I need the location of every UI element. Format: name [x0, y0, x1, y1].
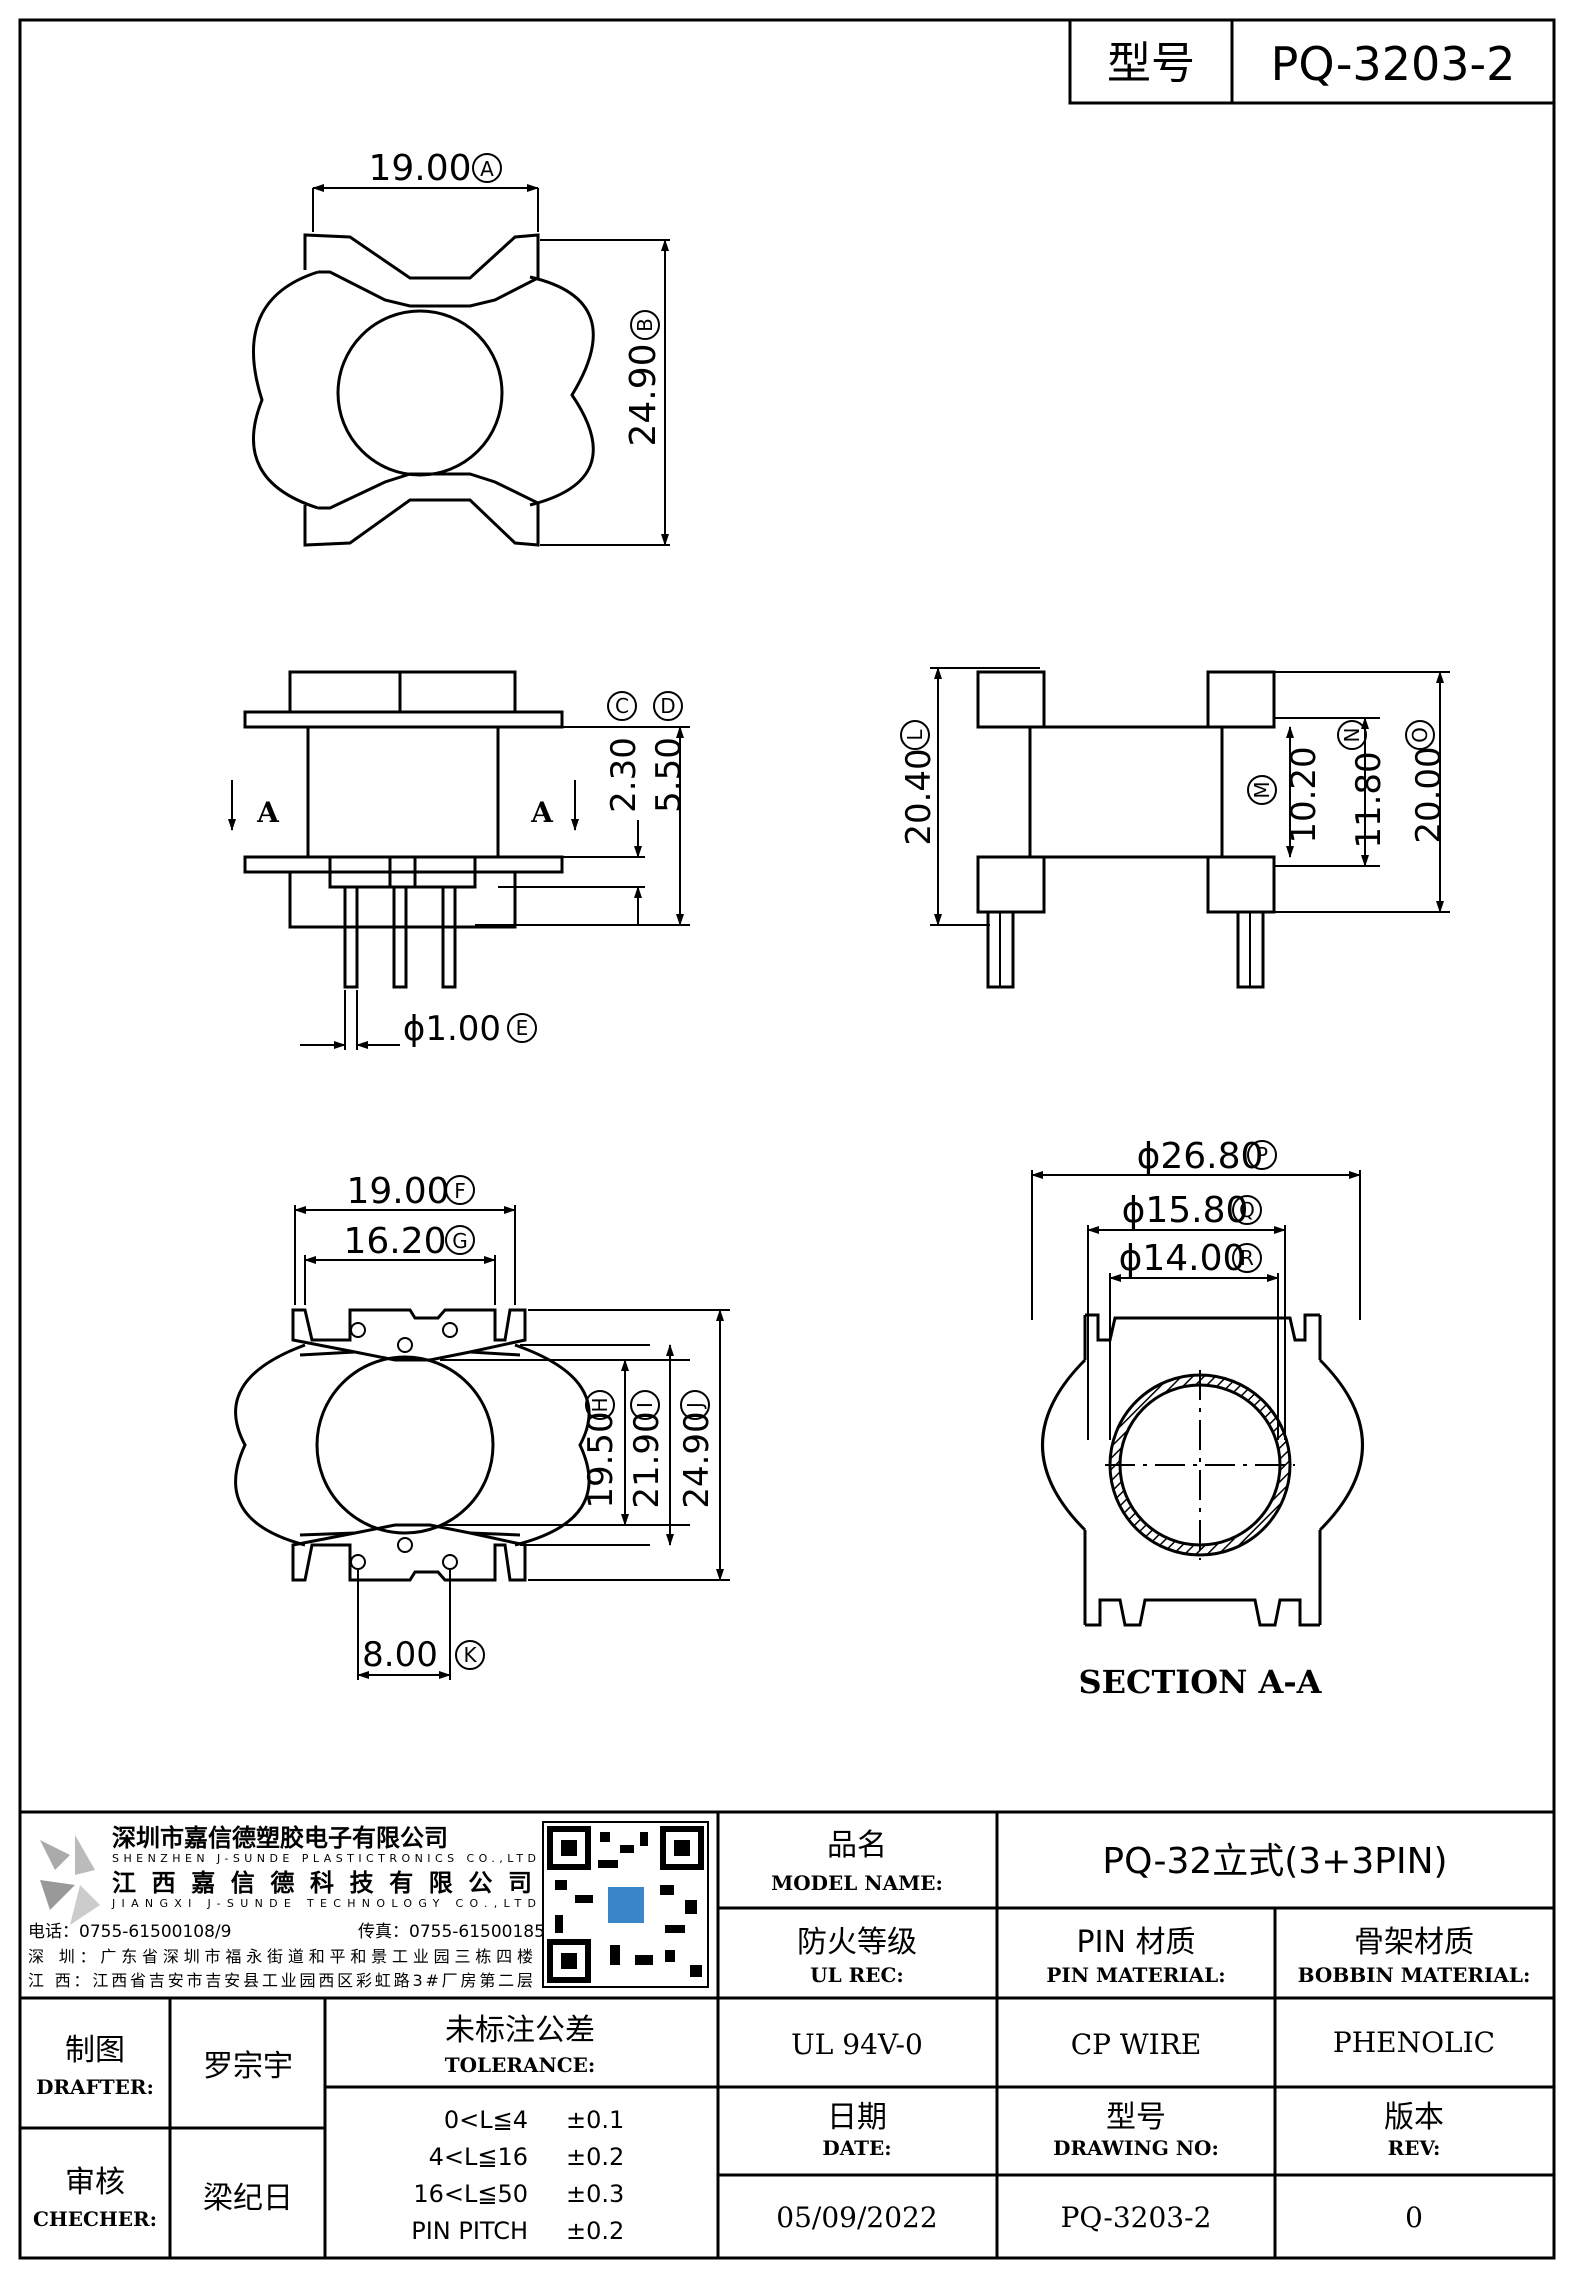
dim-C-value: 2.30 [604, 737, 644, 813]
drafter-en: DRAFTER: [36, 2075, 154, 2099]
dim-C-letter: C [615, 694, 629, 718]
model-name-value: PQ-32立式(3+3PIN) [1102, 1841, 1447, 1882]
company-name-en-1: SHENZHEN J-SUNDE PLASTICTRONICS CO.,LTD [112, 1852, 536, 1865]
tolerance-list: 0<L≦4 ±0.1 4<L≦16 ±0.2 16<L≦50 ±0.3 PIN … [411, 2106, 624, 2245]
qr-code [542, 1821, 709, 1988]
bobbin-material-en: BOBBIN MATERIAL: [1298, 1963, 1531, 1987]
tolerance-range: PIN PITCH [411, 2217, 528, 2245]
header-model-label: 型号 [1107, 38, 1195, 89]
tolerance-value: ±0.2 [566, 2143, 624, 2171]
company-address-jx: 江 西：江西省吉安市吉安县工业园西区彩虹路3#厂房第二层 [28, 1971, 533, 1990]
ul-rec-value: UL 94V-0 [791, 2028, 923, 2061]
dim-P-letter: P [1256, 1143, 1268, 1167]
tolerance-value: ±0.3 [566, 2180, 624, 2208]
model-name-cn: 品名 [827, 1828, 887, 1863]
rev-value: 0 [1405, 2201, 1423, 2234]
dim-R-value: ϕ14.00 [1119, 1238, 1246, 1279]
top-view: 19.00 A 24.90 B [252, 148, 670, 547]
section-title: SECTION A-A [1079, 1663, 1323, 1701]
dim-N-letter: N [1340, 728, 1364, 743]
model-name-en: MODEL NAME: [771, 1871, 943, 1895]
dim-H-letter: H [588, 1397, 612, 1412]
outer-frame [18, 18, 1556, 2260]
dim-L-letter: L [903, 729, 927, 741]
dim-K-letter: K [463, 1643, 477, 1667]
company-name-cn-2: 江西嘉信德科技有限公司 [112, 1869, 532, 1897]
front-view: A A 2.30 5.50 C D ϕ1.00 E [228, 670, 690, 1050]
company-name-cn-1: 深圳市嘉信德塑胶电子有限公司 [112, 1824, 448, 1852]
dim-H-value: 19.50 [581, 1411, 621, 1508]
header-box: 型号 PQ-3203-2 [1068, 18, 1556, 105]
company-logo [40, 1835, 100, 1925]
checker-en: CHECHER: [33, 2207, 157, 2231]
rev-cn: 版本 [1384, 2100, 1444, 2135]
tolerance-range: 16<L≦50 [413, 2180, 528, 2208]
dim-P-value: ϕ26.80 [1137, 1136, 1264, 1177]
section-mark-right: A [530, 796, 554, 829]
date-cn: 日期 [827, 2100, 887, 2135]
section-mark-left: A [256, 796, 280, 829]
dim-D-letter: D [660, 694, 675, 718]
company-name-en-2: JIANGXI J-SUNDE TECHNOLOGY CO.,LTD [111, 1897, 536, 1910]
dim-R-letter: R [1240, 1246, 1254, 1270]
tolerance-value: ±0.2 [566, 2217, 624, 2245]
drafter-value: 罗宗宇 [203, 2049, 293, 2084]
dim-F-letter: F [454, 1179, 466, 1203]
pin-material-value: CP WIRE [1071, 2028, 1202, 2061]
dim-A-letter: A [480, 157, 494, 181]
dim-D-value: 5.50 [649, 737, 689, 813]
tolerance-value: ±0.1 [566, 2106, 624, 2134]
dim-I-letter: I [633, 1402, 657, 1408]
dim-J-letter: J [683, 1402, 707, 1410]
dim-K-value: 8.00 [362, 1635, 438, 1675]
company-address-sz: 深 圳：广东省深圳市福永街道和平和景工业园三栋四楼 [28, 1947, 533, 1966]
tolerance-en: TOLERANCE: [445, 2053, 596, 2077]
dim-L-value: 20.40 [899, 748, 939, 845]
ul-rec-en: UL REC: [810, 1963, 904, 1987]
dim-B-letter: B [633, 318, 657, 332]
bottom-view: 19.00 F 16.20 G 19.50 H 21.90 I 24.90 J … [234, 1171, 730, 1680]
dim-G-value: 16.20 [343, 1221, 446, 1262]
dim-E-letter: E [516, 1016, 529, 1040]
bobbin-material-cn: 骨架材质 [1354, 1925, 1474, 1960]
dim-O-letter: O [1408, 727, 1432, 743]
pin-material-cn: PIN 材质 [1077, 1925, 1196, 1960]
rev-en: REV: [1388, 2136, 1441, 2160]
tolerance-range: 4<L≦16 [429, 2143, 528, 2171]
dim-M-value: 10.20 [1284, 746, 1324, 843]
date-value: 05/09/2022 [776, 2201, 937, 2234]
dim-F-value: 19.00 [346, 1171, 449, 1212]
ul-rec-cn: 防火等级 [797, 1925, 917, 1960]
side-view: 20.40 L 10.20 M 11.80 N 20.00 O [899, 667, 1450, 989]
drawing-no-cn: 型号 [1106, 2100, 1166, 2135]
drawing-no-value: PQ-3203-2 [1061, 2201, 1212, 2234]
date-en: DATE: [822, 2136, 891, 2160]
dim-O-value: 20.00 [1409, 746, 1449, 843]
drafter-cn: 制图 [65, 2033, 125, 2068]
dim-G-letter: G [452, 1229, 468, 1253]
dim-B-value: 24.90 [623, 343, 664, 446]
company-fax: 传真：0755-61500185 [358, 1922, 545, 1942]
section-view: ϕ26.80 P ϕ15.80 Q ϕ14.00 R SECTION A-A [1031, 1136, 1364, 1701]
tolerance-cn: 未标注公差 [445, 2013, 595, 2048]
dim-I-value: 21.90 [627, 1411, 667, 1508]
bobbin-material-value: PHENOLIC [1333, 2026, 1495, 2059]
company-phone: 电话：0755-61500108/9 [28, 1922, 231, 1942]
title-block: 深圳市嘉信德塑胶电子有限公司 SHENZHEN J-SUNDE PLASTICT… [20, 1810, 1554, 2258]
header-model-value: PQ-3203-2 [1271, 37, 1516, 91]
pin-material-en: PIN MATERIAL: [1046, 1963, 1225, 1987]
checker-cn: 审核 [65, 2165, 125, 2200]
dim-A-value: 19.00 [368, 148, 471, 189]
drawing-no-en: DRAWING NO: [1053, 2136, 1219, 2160]
dim-N-value: 11.80 [1349, 751, 1389, 848]
dim-M-letter: M [1250, 781, 1274, 798]
dim-F-pin-value: ϕ1.00 [403, 1009, 501, 1049]
dim-Q-letter: Q [1239, 1198, 1255, 1222]
tolerance-range: 0<L≦4 [444, 2106, 528, 2134]
dim-Q-value: ϕ15.80 [1122, 1190, 1249, 1231]
checker-value: 梁纪日 [203, 2181, 293, 2216]
dim-J-value: 24.90 [677, 1411, 717, 1508]
